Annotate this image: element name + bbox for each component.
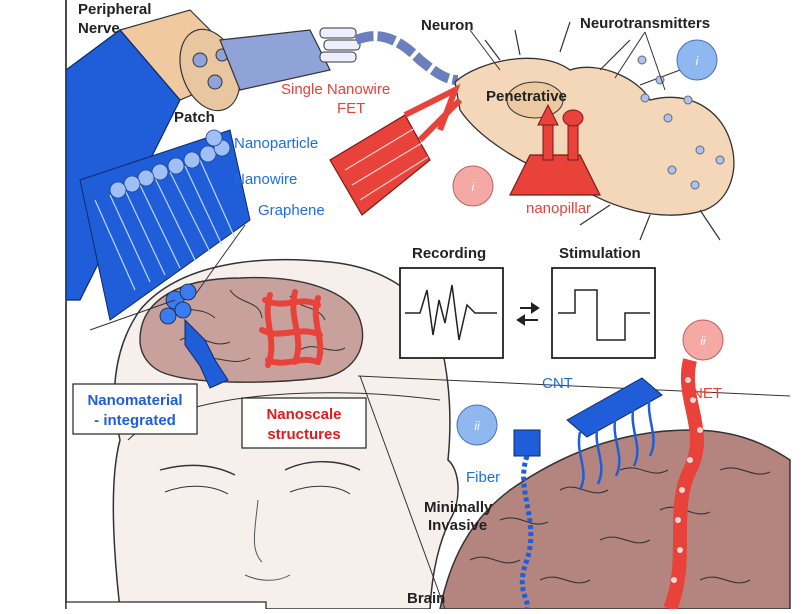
label-pointer [644,31,666,91]
label-nanoparticle: Nanoparticle [234,135,318,152]
label-fet: FET [337,100,365,117]
label-stimulation: Stimulation [559,245,641,262]
label-net: NET [692,385,722,402]
caption-box-partial [65,601,267,613]
label-minimally: Minimally [424,499,493,516]
badge-ii-label: ii [700,334,706,348]
stimulation-panel [551,267,656,359]
label-invasive: Invasive [428,517,487,534]
label-graphene: Graphene [258,202,325,219]
nanoscale-structures-box: Nanoscale structures [241,397,367,449]
badge-i-label: i [696,54,699,68]
badge-ii-red: ii [682,319,724,361]
label-nanowire: Nanowire [234,171,297,188]
badge-i-red: i [452,165,494,207]
brain-closeup-icon [439,429,791,610]
cnt-array-icon [566,377,663,491]
badge-i-blue: i [676,39,718,81]
label-pointer [614,31,646,79]
label-cnt: CNT [542,375,573,392]
label-penetrative: Penetrative [486,88,567,105]
connector-line [359,375,446,610]
connector-line [194,224,246,296]
connector-line [357,375,791,397]
label-peripheral: Peripheral [78,1,151,18]
label-single-nanowire: Single Nanowire [281,81,390,98]
label-patch: Patch [174,109,215,126]
label-integrated: - integrated [94,412,176,429]
nanopillar-icon [509,103,601,196]
label-nerve: Nerve [78,20,120,37]
fiber-probe-icon [513,429,541,610]
nanomaterial-cluster-icon [159,283,229,389]
label-brain: Brain [407,590,445,607]
label-fiber: Fiber [466,469,500,486]
label-nanoscale: Nanoscale [266,406,341,423]
badge-ii-label: ii [474,419,480,433]
exchange-arrows-icon [516,302,540,326]
badge-ii-blue: ii [456,404,498,446]
label-nanomaterial: Nanomaterial [87,392,182,409]
recording-panel [399,267,504,359]
nanomaterial-integrated-box: Nanomaterial - integrated [72,383,198,435]
net-probe-icon [663,358,705,612]
label-pointer [469,29,501,71]
neurotransmitter-dots [637,55,725,190]
nanoscale-lattice-icon [259,289,324,368]
label-neurotransmitters: Neurotransmitters [580,15,710,32]
badge-i-label: i [472,180,475,194]
label-neuron: Neuron [421,17,474,34]
label-structures: structures [267,426,340,443]
connector-line [89,299,176,331]
fet-probe-icon [329,83,463,216]
nanostructure-stack-icon [79,129,251,321]
label-recording: Recording [412,245,486,262]
label-nanopillar: nanopillar [526,200,591,217]
